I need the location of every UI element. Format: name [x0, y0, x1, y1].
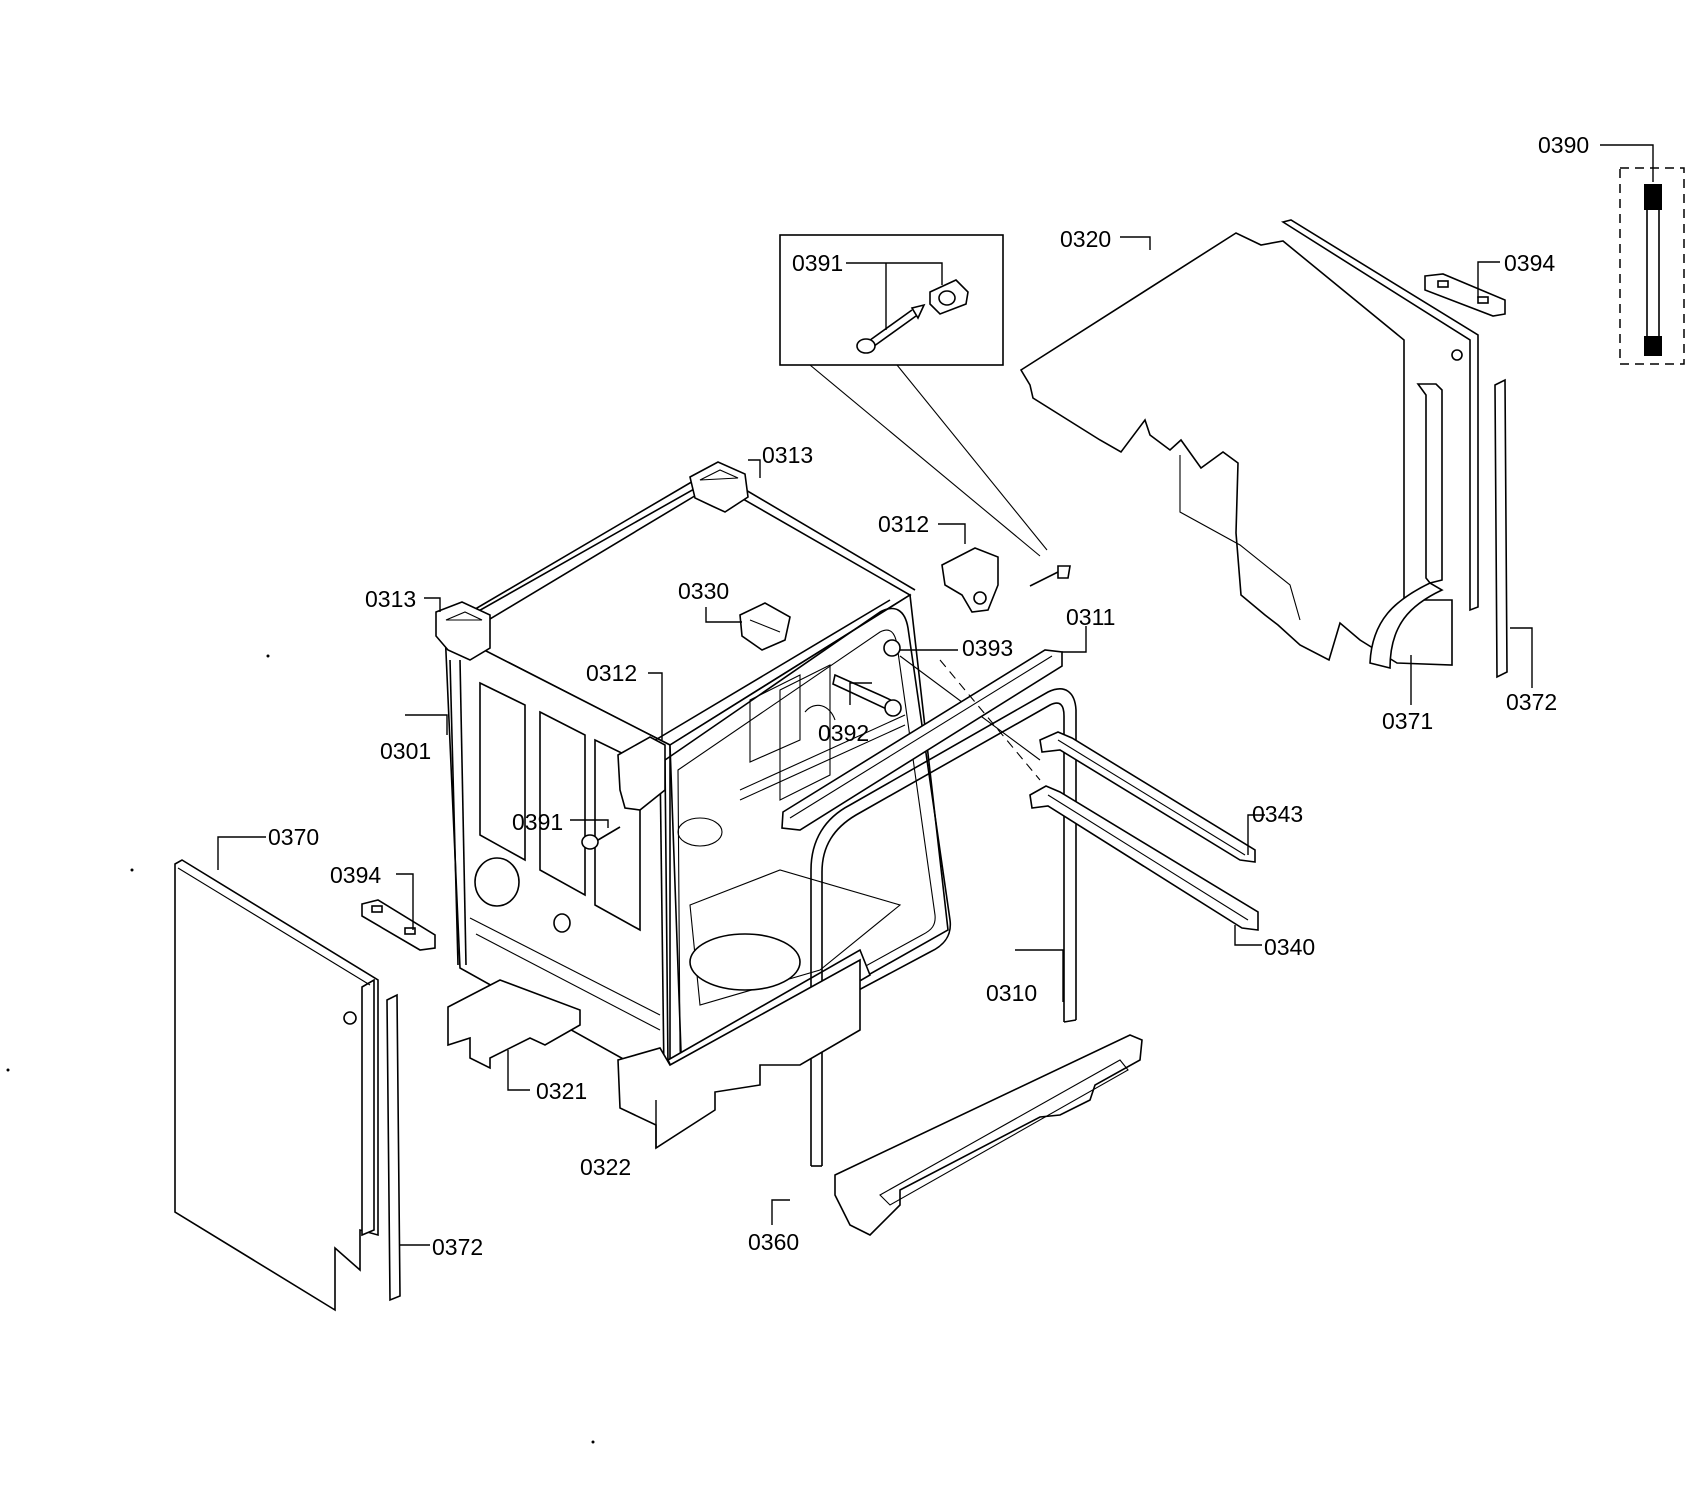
part-0394-top-bracket [1424, 261, 1506, 317]
label-0312-top: 0312 [878, 511, 929, 537]
part-0322-front-plinth [617, 958, 861, 1150]
part-0392-slider [832, 673, 902, 717]
label-0313-left: 0313 [365, 586, 416, 612]
label-0394-top: 0394 [1504, 250, 1555, 276]
label-0392: 0392 [818, 720, 869, 746]
part-0391-mid-screw [570, 819, 621, 850]
label-0301: 0301 [380, 738, 431, 764]
label-0372-right: 0372 [1506, 689, 1557, 715]
leader-0301 [405, 714, 448, 735]
label-0370: 0370 [268, 824, 319, 850]
label-0312-mid: 0312 [586, 660, 637, 686]
label-0321: 0321 [536, 1078, 587, 1104]
part-0340-runner [1029, 785, 1262, 946]
part-0321-plinth [447, 979, 581, 1091]
label-0343: 0343 [1252, 801, 1303, 827]
part-0301-tub [443, 469, 952, 1087]
part-0311-rail [781, 626, 1087, 831]
label-0390: 0390 [1538, 132, 1589, 158]
label-0311: 0311 [1066, 604, 1115, 630]
label-0322: 0322 [580, 1154, 631, 1180]
part-0343-runner [1039, 731, 1265, 863]
label-0391-mid: 0391 [512, 809, 563, 835]
label-0360: 0360 [748, 1229, 799, 1255]
part-0313-left-corner [424, 597, 491, 661]
label-0313-top: 0313 [762, 442, 813, 468]
part-0372-left-strip [386, 993, 430, 1302]
label-0310: 0310 [986, 980, 1037, 1006]
part-0372-right-strip [1494, 378, 1533, 688]
label-0320: 0320 [1060, 226, 1111, 252]
part-0320-panel [1019, 219, 1479, 670]
part-0394-left-bracket [361, 873, 436, 951]
label-0371: 0371 [1382, 708, 1433, 734]
part-0313-top-corner [689, 459, 761, 513]
part-0312-mid-bracket [617, 672, 666, 811]
label-0391-top: 0391 [792, 250, 843, 276]
label-0340: 0340 [1264, 934, 1315, 960]
part-0370-side-panel [174, 836, 379, 1312]
label-0330: 0330 [678, 578, 729, 604]
part-0390-hose [1600, 144, 1685, 365]
part-0310-seal [810, 659, 1077, 1167]
label-0393: 0393 [962, 635, 1013, 661]
part-0330-latch [705, 602, 791, 651]
detail-box-0391 [779, 234, 1071, 587]
part-0360-tray [771, 1034, 1143, 1236]
label-0372-left: 0372 [432, 1234, 483, 1260]
label-0394-left: 0394 [330, 862, 381, 888]
part-0312-upper-bracket [938, 523, 999, 613]
